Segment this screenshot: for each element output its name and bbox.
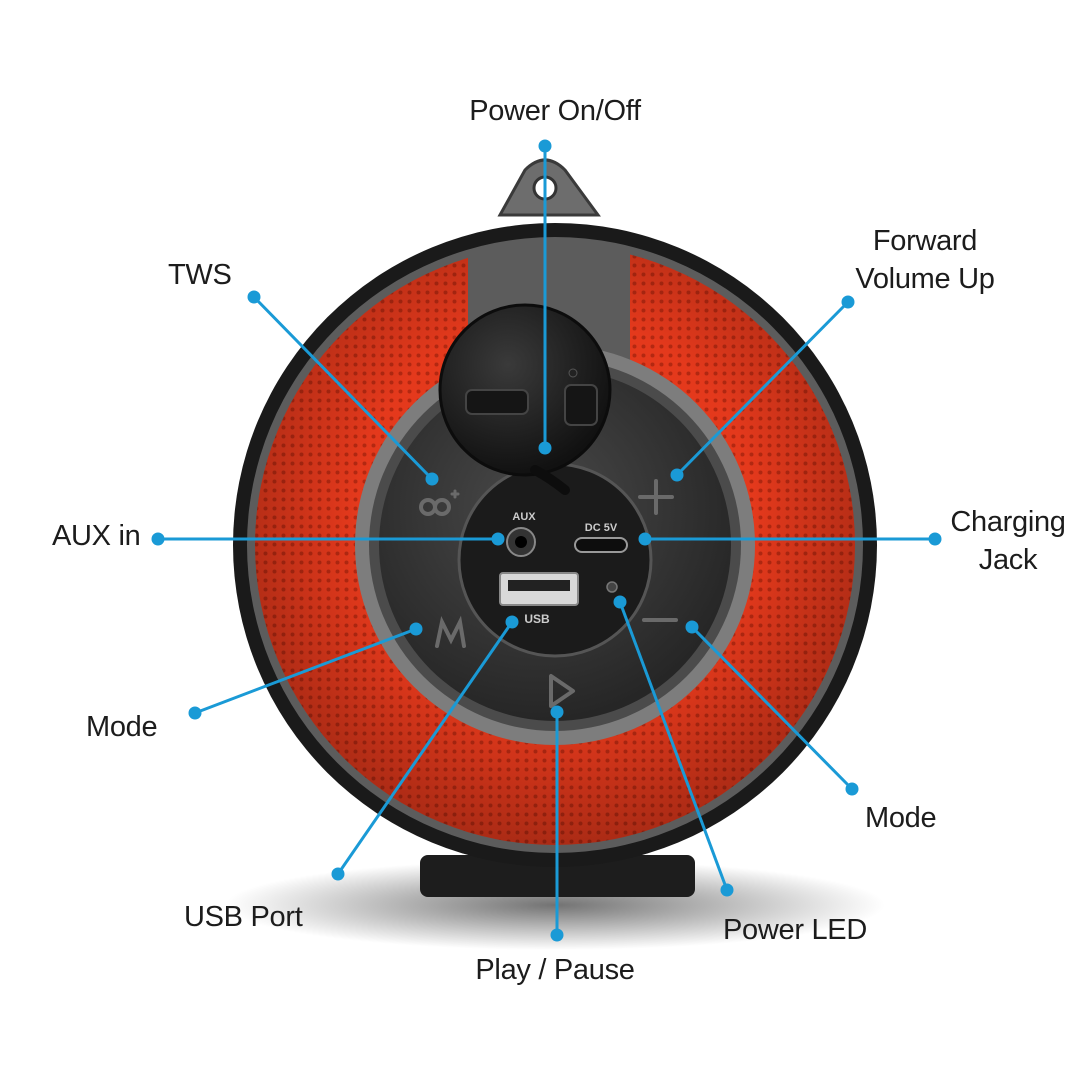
floor-shadow xyxy=(225,860,885,950)
rubber-cap xyxy=(438,303,612,495)
callout-play-text: Play / Pause xyxy=(475,954,635,986)
callout-lines xyxy=(151,139,942,942)
callout-play-pause: Play / Pause xyxy=(455,951,655,989)
tws-icon[interactable] xyxy=(419,489,460,516)
callout-power-led: Power LED xyxy=(723,911,867,949)
plus-icon[interactable] xyxy=(638,479,674,515)
play-icon[interactable] xyxy=(549,674,575,708)
charging-port[interactable] xyxy=(574,537,628,553)
callout-tws-text: TWS xyxy=(168,259,232,291)
usb-port-label: USB xyxy=(524,612,550,626)
callout-mode-left-text: Mode xyxy=(86,711,158,743)
callout-charging-line2: Jack xyxy=(978,544,1038,576)
aux-port-label: AUX xyxy=(512,511,536,523)
callout-tws: TWS xyxy=(168,256,232,294)
callout-usb-text: USB Port xyxy=(184,901,303,933)
port-disc xyxy=(457,462,653,658)
mode-icon[interactable] xyxy=(435,615,466,648)
callout-power-led-text: Power LED xyxy=(723,914,867,946)
callout-mode-left: Mode xyxy=(86,708,158,746)
dc-port-label: DC 5V xyxy=(585,522,618,534)
power-led xyxy=(606,581,618,593)
callout-mode-right: Mode xyxy=(865,799,937,837)
callout-forward-line1: Forward xyxy=(872,225,978,257)
callout-aux-text: AUX in xyxy=(52,520,141,552)
callout-power-text: Power On/Off xyxy=(469,95,641,127)
callout-charging-line1: Charging xyxy=(950,506,1066,538)
callout-forward-volume-up: Forward Volume Up xyxy=(840,222,1010,298)
callout-aux-in: AUX in xyxy=(52,517,141,555)
callout-mode-right-text: Mode xyxy=(865,802,937,834)
callout-forward-line2: Volume Up xyxy=(855,263,995,295)
callout-usb-port: USB Port xyxy=(184,898,303,936)
callout-power-on-off: Power On/Off xyxy=(455,92,655,130)
callout-charging-jack: Charging Jack xyxy=(938,503,1078,579)
